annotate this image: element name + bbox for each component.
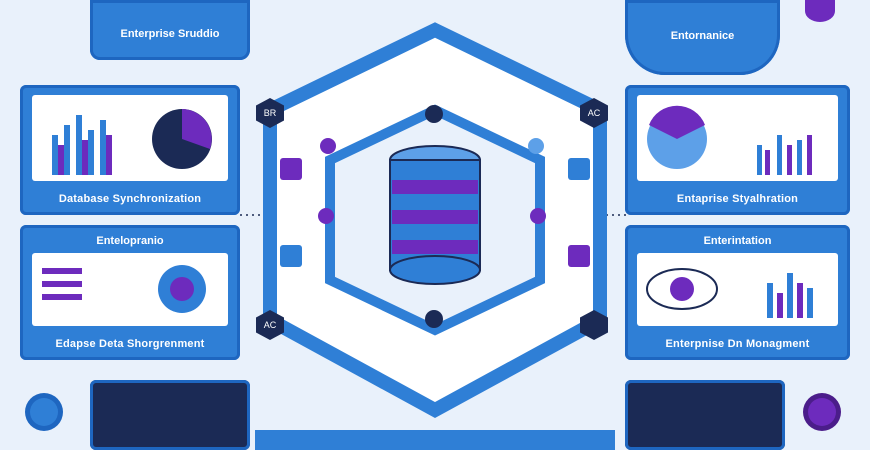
lower-right-caption: Enterpnise Dn Monagment [665, 338, 810, 350]
gear-icon [808, 398, 836, 426]
report-icon [42, 265, 206, 313]
chip [280, 245, 302, 267]
lower-left-caption: Edapse Deta Shorgrenment [55, 338, 205, 350]
chart-panel [637, 95, 838, 181]
bottom-right-monitor [625, 380, 785, 450]
database-icon [389, 145, 481, 285]
hex-node-right-bottom [580, 310, 608, 340]
chip [280, 158, 302, 180]
lower-left-card: Entelopranio Edapse Deta Shorgrenment [20, 225, 240, 360]
top-left-banner: Enterprise Sruddio [90, 0, 250, 60]
connector-dot [320, 138, 336, 154]
pie-chart-icon [647, 105, 812, 175]
connector-dot [530, 208, 546, 224]
eye-chart-icon [646, 268, 813, 318]
chart-panel [32, 95, 228, 181]
lower-right-title: Enterintation [703, 235, 772, 247]
bottom-left-monitor [90, 380, 250, 450]
mid-left-card: Database Synchronization [20, 85, 240, 215]
connector-dot [425, 310, 443, 328]
gear-icon [805, 0, 835, 22]
bar-chart-icon [52, 109, 212, 175]
gear-icon [30, 398, 58, 426]
chip [568, 245, 590, 267]
panel [32, 253, 228, 326]
bottom-center-stand [255, 430, 615, 450]
connector-dot [425, 105, 443, 123]
mid-right-card: Entaprise Styalhration [625, 85, 850, 215]
hex-node-right-top: AC [580, 98, 608, 128]
connector-dot [528, 138, 544, 154]
top-right-title: Entornanice [670, 30, 735, 42]
mid-left-caption: Database Synchronization [58, 193, 202, 205]
lower-left-title: Entelopranio [96, 235, 164, 247]
top-left-title: Enterprise Sruddio [120, 28, 220, 40]
chip [568, 158, 590, 180]
top-right-banner: Entornanice [625, 0, 780, 75]
mid-right-caption: Entaprise Styalhration [676, 193, 799, 205]
panel [637, 253, 838, 326]
connector-dot [318, 208, 334, 224]
lower-right-card: Enterintation Enterpnise Dn Monagment [625, 225, 850, 360]
